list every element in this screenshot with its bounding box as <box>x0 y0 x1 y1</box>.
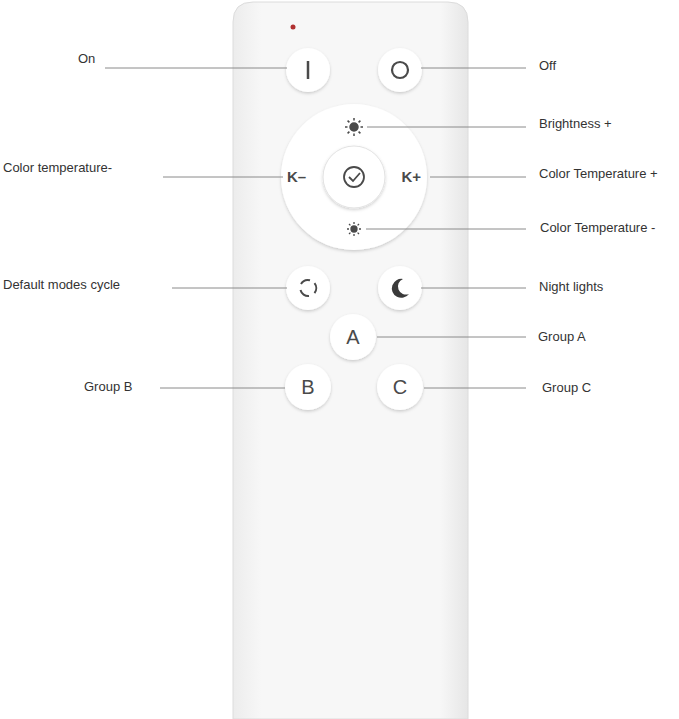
cycle-icon <box>301 280 317 296</box>
on-button <box>286 48 330 92</box>
remote-body <box>233 2 468 719</box>
callout-label: Color Temperature - <box>540 220 655 236</box>
callout-label: Color temperature- <box>3 160 112 176</box>
group-button <box>285 364 331 410</box>
off-button <box>378 48 422 92</box>
group-button <box>330 314 376 360</box>
on-symbol <box>307 61 310 79</box>
button-label: K– <box>287 168 306 186</box>
callout-label: Group A <box>538 329 586 345</box>
sun-large-icon <box>345 118 363 136</box>
check-icon <box>344 167 364 187</box>
callout-label: Default modes cycle <box>3 277 120 293</box>
confirm-button <box>323 146 385 208</box>
callout-label: Group C <box>542 380 591 396</box>
callout-label: Off <box>539 58 556 74</box>
night-button <box>378 266 422 310</box>
group-button <box>377 364 423 410</box>
callout-label: Color Temperature + <box>539 166 658 182</box>
callout-label: Group B <box>84 379 132 395</box>
button-label: C <box>393 376 407 398</box>
callout-label: On <box>78 51 95 67</box>
group-button: C <box>377 364 423 410</box>
off-symbol <box>392 62 408 78</box>
sun-small-icon <box>347 222 361 236</box>
moon-icon <box>392 279 409 298</box>
control-ring <box>281 104 427 250</box>
mode-button <box>286 266 330 310</box>
group-button: A <box>330 314 376 360</box>
button-label: K+ <box>401 168 421 186</box>
group-button: B <box>285 364 331 410</box>
callout-label: Night lights <box>539 279 603 295</box>
control-ring: K– K+ <box>281 104 427 250</box>
button-label: A <box>346 326 359 348</box>
leader-line <box>105 68 526 388</box>
callout-label: Brightness + <box>539 116 612 132</box>
check-icon <box>349 173 360 181</box>
indicator-led <box>291 25 296 30</box>
button-label: B <box>301 376 314 398</box>
